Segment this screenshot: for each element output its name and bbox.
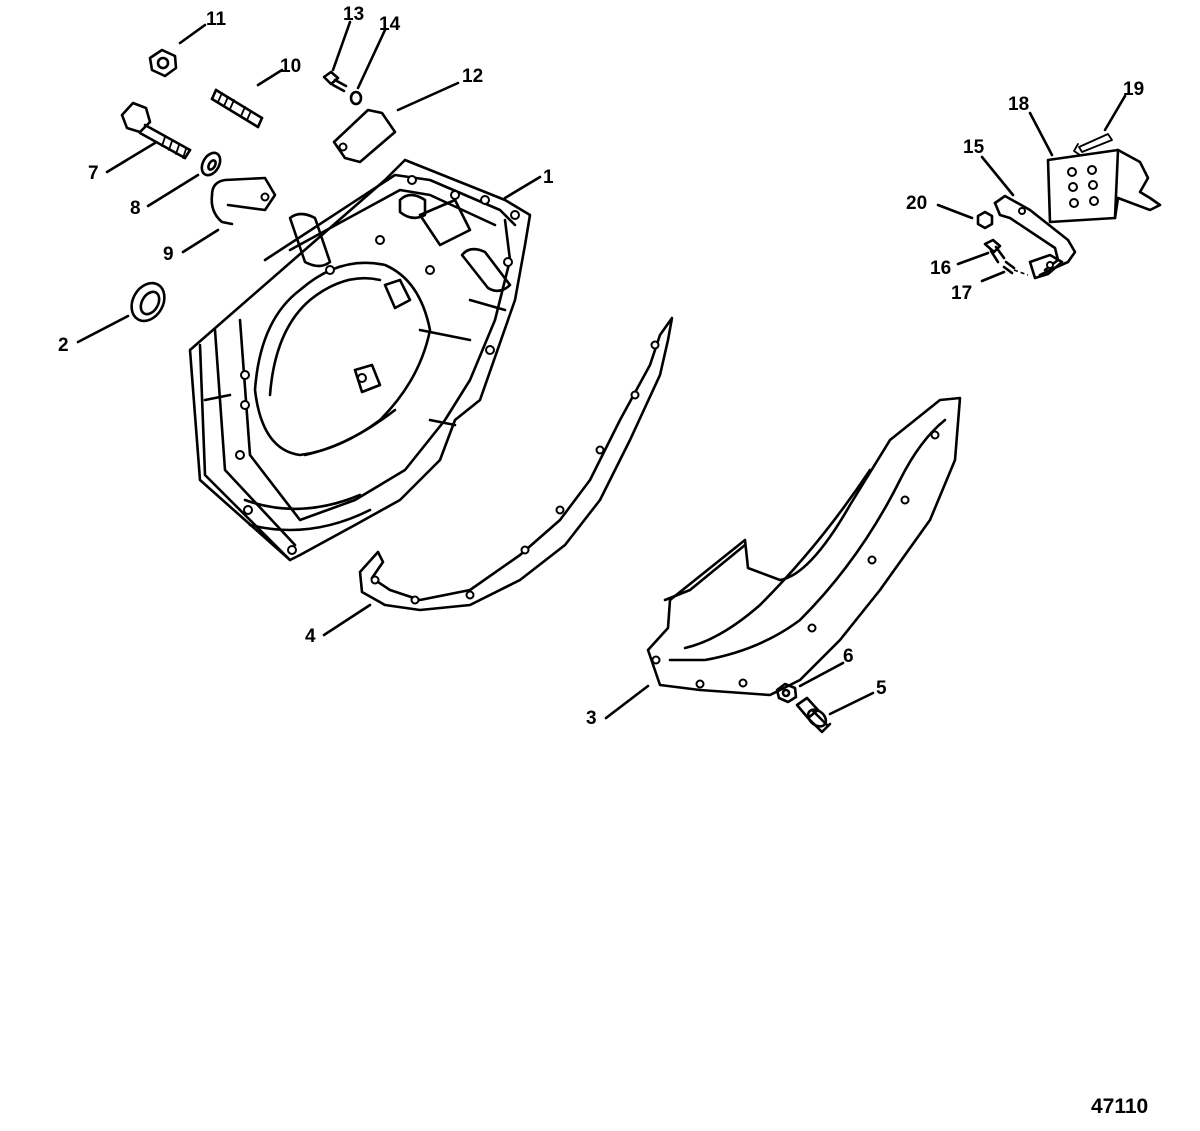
access-cover-part-12 <box>332 108 397 164</box>
callout-18: 18 <box>1008 94 1029 115</box>
washer-part-14 <box>349 90 363 106</box>
callout-19: 19 <box>1123 79 1144 100</box>
callout-1: 1 <box>543 167 554 188</box>
leader-lines <box>76 20 1127 720</box>
seal-ring-part <box>130 281 166 323</box>
callout-7: 7 <box>88 163 99 184</box>
callout-13: 13 <box>343 4 364 25</box>
callout-11: 11 <box>206 9 227 30</box>
callout-8: 8 <box>130 198 141 219</box>
clip-part-9 <box>210 176 277 226</box>
nut-part-11 <box>148 48 178 78</box>
flywheel-housing-part <box>188 158 532 562</box>
callout-labels: 1 2 3 4 5 6 7 8 9 10 11 12 13 14 15 16 1… <box>58 4 1144 729</box>
callout-15: 15 <box>963 137 985 158</box>
stud-part-10 <box>210 88 264 129</box>
washer-part-8 <box>200 151 222 177</box>
callout-20: 20 <box>906 193 927 214</box>
bracket-part-15 <box>993 194 1077 280</box>
callout-9: 9 <box>163 244 174 265</box>
bolt-part-7 <box>120 101 192 160</box>
nut-part-20 <box>976 210 994 230</box>
callout-3: 3 <box>586 708 597 729</box>
screw-part-13 <box>322 70 348 93</box>
nut-part-6 <box>775 682 798 704</box>
callout-10: 10 <box>280 56 301 77</box>
cover-plate-part <box>646 396 962 697</box>
screw-part-19 <box>1073 133 1113 156</box>
callout-16: 16 <box>930 258 951 279</box>
callout-14: 14 <box>379 14 401 35</box>
bolt-part-5 <box>795 696 832 734</box>
callout-2: 2 <box>58 335 69 356</box>
callout-12: 12 <box>462 66 483 87</box>
callout-17: 17 <box>951 283 972 304</box>
callout-5: 5 <box>876 678 887 699</box>
bolt-part-16 <box>983 238 1006 264</box>
callout-6: 6 <box>843 646 854 667</box>
callout-4: 4 <box>305 626 316 647</box>
gasket-part <box>358 316 674 612</box>
figure-reference-number: 47110 <box>1091 1095 1148 1118</box>
mounting-plate-part-18 <box>1046 148 1162 224</box>
pin-part-17 <box>1002 260 1029 276</box>
